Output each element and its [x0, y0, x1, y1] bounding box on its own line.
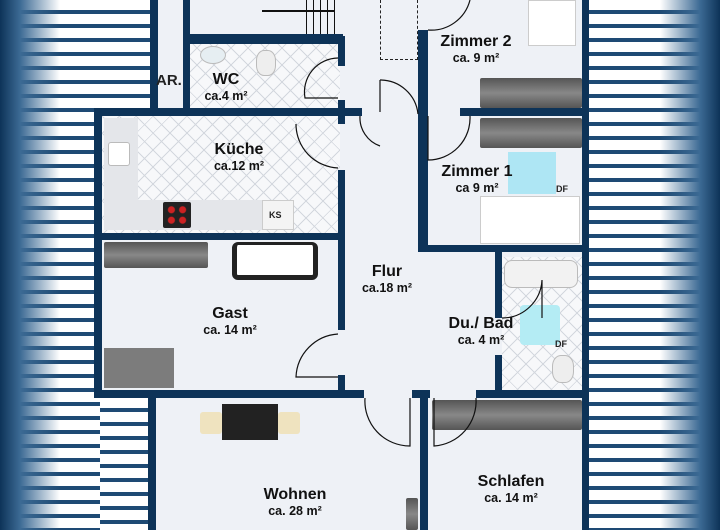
wardrobe-zimmer2	[480, 78, 582, 108]
roof-slope-lower-left	[100, 398, 150, 530]
room-label-ar: AR.	[156, 72, 182, 89]
room-name: Zimmer 2	[440, 33, 512, 50]
wall	[94, 108, 102, 398]
door-bath	[501, 279, 543, 319]
staircase	[300, 0, 340, 34]
room-area: ca. 4 m²	[457, 333, 505, 348]
room-name: Gast	[212, 305, 248, 322]
skylight-label-zimmer1: DF	[556, 184, 568, 194]
wc-toilet	[256, 50, 276, 76]
roof-shadow-right	[660, 0, 720, 530]
sink-icon	[108, 142, 130, 166]
bath-toilet	[552, 355, 574, 383]
door-wc	[303, 57, 339, 99]
room-area: ca.12 m²	[213, 159, 265, 174]
door-wohnen	[364, 397, 411, 447]
wall	[100, 233, 345, 240]
door-schlafen	[433, 397, 477, 447]
stair-arrow	[262, 10, 334, 12]
room-area: ca.4 m²	[204, 89, 248, 104]
attic-hatch	[380, 0, 418, 60]
bed-zimmer2	[528, 0, 576, 46]
room-name: Küche	[214, 141, 264, 158]
wall	[338, 100, 345, 124]
sideboard-gast	[104, 242, 208, 268]
room-name: Schlafen	[477, 473, 545, 490]
room-area: ca. 28 m²	[268, 504, 322, 519]
wall	[94, 390, 364, 398]
door-zimmer1	[427, 115, 471, 161]
wall	[476, 390, 588, 398]
wall	[183, 34, 343, 44]
fridge	[262, 200, 294, 230]
wall	[148, 390, 156, 530]
wall	[338, 36, 345, 66]
dining-chair	[278, 412, 300, 434]
fridge-label: KS	[269, 210, 282, 220]
sofa-gast	[232, 242, 318, 280]
room-name: Du./ Bad	[448, 315, 514, 332]
room-area: ca. 9 m²	[452, 51, 500, 66]
room-area: ca. 14 m²	[203, 323, 257, 338]
wardrobe-zimmer1	[480, 118, 582, 148]
door-gast	[295, 333, 339, 378]
skylight-zimmer1	[508, 152, 556, 194]
room-area: ca 9 m²	[455, 181, 499, 196]
wall	[418, 30, 428, 252]
wall	[495, 250, 502, 318]
room-name: Zimmer 1	[441, 163, 513, 180]
dining-chair	[200, 412, 222, 434]
wall	[460, 108, 588, 116]
wc-sink	[200, 46, 226, 64]
room-name: WC	[212, 71, 240, 88]
roof-shadow-left	[0, 0, 60, 530]
wall	[418, 108, 428, 116]
door-flur-top	[359, 79, 419, 147]
stove-icon	[163, 202, 191, 228]
cabinet-wohnen	[406, 498, 418, 530]
wall	[183, 0, 190, 108]
door-kitchen	[295, 123, 339, 169]
wall	[418, 245, 588, 252]
skylight-label-bad: DF	[555, 339, 567, 349]
ar-floor	[158, 42, 184, 109]
wall	[338, 375, 345, 395]
wall	[94, 108, 362, 116]
bed-zimmer1	[480, 196, 580, 244]
wardrobe-schlafen	[432, 400, 582, 430]
desk-gast	[104, 348, 174, 388]
room-area: ca.18 m²	[361, 281, 413, 296]
room-name: Flur	[371, 263, 403, 280]
room-area: ca. 14 m²	[484, 491, 538, 506]
wall	[495, 355, 502, 395]
wall	[420, 390, 428, 530]
hallway-lower	[345, 250, 497, 392]
wall	[150, 0, 158, 112]
shower-skylight	[520, 305, 560, 345]
wall	[338, 170, 345, 330]
door-zimmer2	[427, 0, 471, 31]
room-name: Wohnen	[263, 486, 327, 503]
roof-slope-upper-left	[100, 0, 152, 108]
wall	[582, 0, 589, 530]
dining-table	[222, 404, 278, 440]
